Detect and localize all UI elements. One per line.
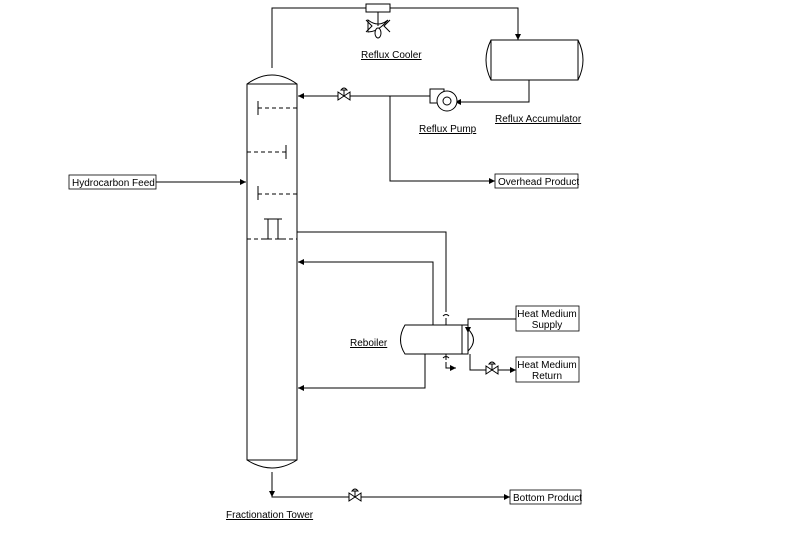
reboiler-liquid-return-line bbox=[298, 352, 426, 391]
overhead-vapor-line bbox=[271, 7, 521, 68]
reflux-pump bbox=[429, 88, 458, 112]
overhead-product-label: Overhead Product bbox=[498, 177, 579, 188]
reflux-cooler bbox=[365, 3, 391, 39]
reboiler bbox=[400, 324, 474, 371]
reflux-accumulator-label: Reflux Accumulator bbox=[495, 114, 582, 125]
heat-medium-return-line bbox=[469, 354, 516, 375]
fractionation-tower-label: Fractionation Tower bbox=[226, 510, 314, 521]
overhead-product-box bbox=[494, 173, 579, 189]
hydrocarbon-feed-label: Hydrocarbon Feed bbox=[72, 178, 155, 189]
reflux-return-line bbox=[298, 87, 495, 184]
bottom-product-label: Bottom Product bbox=[513, 493, 582, 504]
accumulator-outlet-line bbox=[455, 80, 530, 103]
reflux-accumulator bbox=[485, 39, 584, 81]
heat-medium-supply-line bbox=[465, 318, 516, 333]
bottom-product-line bbox=[269, 472, 510, 502]
heat-medium-return-label-line1: Heat Medium bbox=[517, 360, 576, 371]
reboiler-draw-line bbox=[297, 231, 450, 325]
reflux-cooler-label: Reflux Cooler bbox=[361, 50, 422, 61]
fractionation-tower bbox=[246, 74, 298, 469]
heat-medium-return-label-line2: Return bbox=[532, 371, 562, 382]
reboiler-vapor-return-line bbox=[298, 259, 434, 325]
reboiler-label: Reboiler bbox=[350, 338, 388, 349]
heat-medium-return-box bbox=[515, 356, 580, 383]
bottom-product-box bbox=[509, 489, 582, 505]
heat-medium-supply-label-line2: Supply bbox=[532, 320, 563, 331]
heat-medium-supply-box bbox=[515, 305, 580, 332]
tower-trays bbox=[247, 101, 297, 240]
heat-medium-supply-label-line1: Heat Medium bbox=[517, 309, 576, 320]
reflux-pump-label: Reflux Pump bbox=[419, 124, 477, 135]
